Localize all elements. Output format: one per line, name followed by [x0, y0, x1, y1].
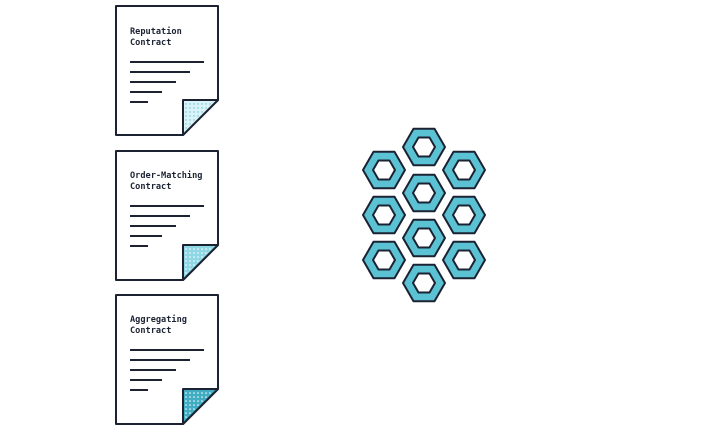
hexagon-cell	[362, 240, 406, 280]
document-title-line2: Contract	[130, 182, 171, 192]
document-title-line1: Aggregating	[130, 314, 187, 325]
document-text-lines	[130, 61, 204, 103]
hexagon-inner	[372, 204, 396, 226]
hexagon-cell	[402, 173, 446, 213]
document-folded-corner	[182, 99, 219, 136]
document-text-lines	[130, 205, 204, 247]
hexagon-inner	[372, 249, 396, 271]
document-title-line1: Reputation	[130, 26, 182, 37]
document-folded-corner	[182, 244, 219, 281]
hexagon-inner	[372, 159, 396, 181]
document-folded-corner	[182, 388, 219, 425]
hexagon-cell	[402, 218, 446, 258]
hexagon-cell	[362, 150, 406, 190]
document-title-line2: Contract	[130, 326, 171, 336]
hexagon-cluster-icon	[362, 127, 486, 303]
hexagon-inner	[412, 182, 436, 204]
document-text-lines	[130, 349, 204, 391]
hexagon-cell	[442, 150, 486, 190]
hexagon-inner	[452, 249, 476, 271]
document-aggregating-contract: Aggregating Contract	[115, 294, 219, 425]
hexagon-cell	[402, 127, 446, 167]
hexagon-cell	[402, 263, 446, 303]
document-title-line2: Contract	[130, 38, 171, 48]
hexagon-inner	[412, 227, 436, 249]
document-reputation-contract: Reputation Contract	[115, 5, 219, 136]
hexagon-inner	[412, 136, 436, 158]
hexagon-inner	[412, 272, 436, 294]
document-order-matching-contract: Order-Matching Contract	[115, 150, 219, 281]
hexagon-inner	[452, 159, 476, 181]
hexagon-cell	[442, 240, 486, 280]
hexagon-cell	[442, 195, 486, 235]
document-title-line1: Order-Matching	[130, 170, 202, 181]
hexagon-inner	[452, 204, 476, 226]
hexagon-cell	[362, 195, 406, 235]
